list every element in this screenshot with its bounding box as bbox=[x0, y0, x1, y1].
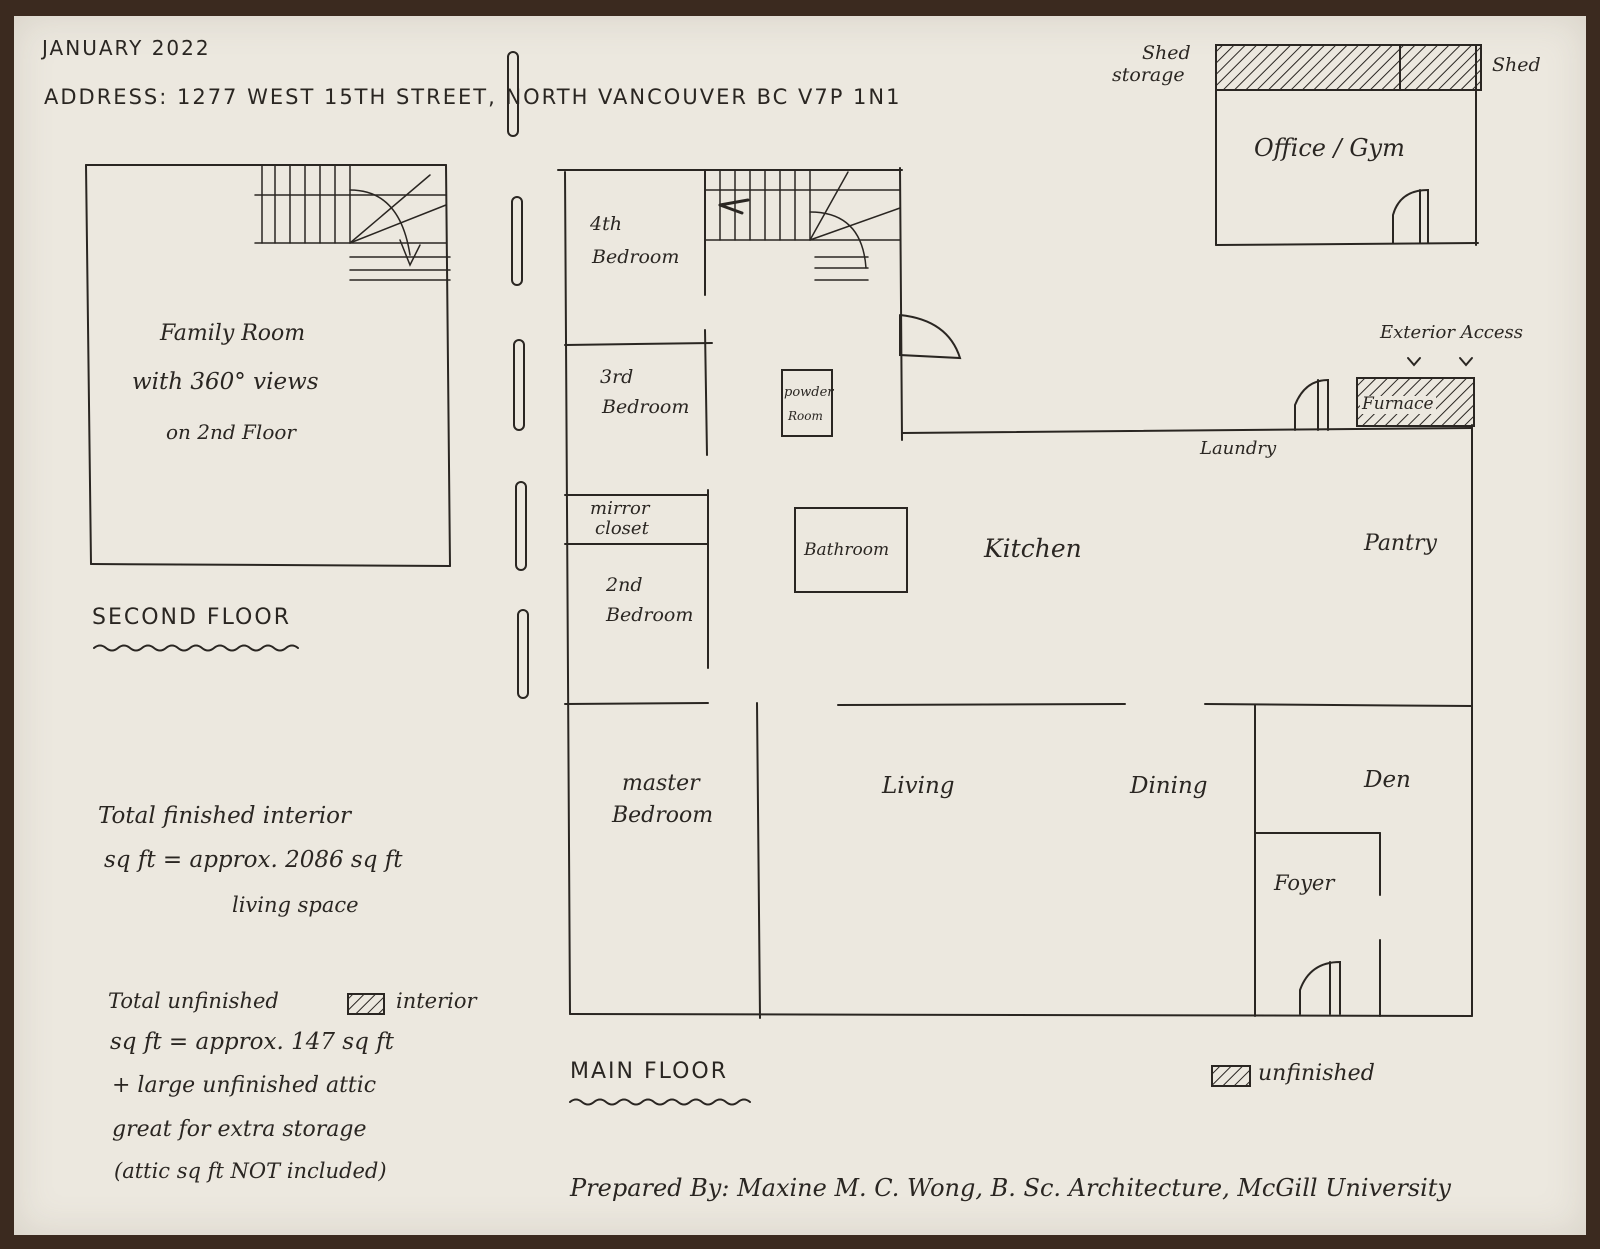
dining-label: Dining bbox=[1130, 773, 1208, 799]
second-floor-stairs bbox=[254, 164, 451, 281]
front-door-swing bbox=[1299, 960, 1341, 1015]
second-floor-underline bbox=[93, 644, 299, 652]
master-bedroom-label-2: Bedroom bbox=[612, 803, 714, 828]
office-gym-label: Office / Gym bbox=[1254, 134, 1405, 162]
exterior-access-arrow-2 bbox=[1459, 357, 1473, 367]
outbuilding-walls bbox=[1215, 44, 1482, 246]
shed-storage-label-1: Shed bbox=[1142, 42, 1191, 64]
bedroom-2-label-2: Bedroom bbox=[606, 604, 694, 626]
mirror-closet-label-2: closet bbox=[595, 518, 649, 539]
finished-note-line-2: sq ft = approx. 2086 sq ft bbox=[104, 847, 403, 873]
bedroom-3-label-1: 3rd bbox=[600, 366, 634, 388]
main-floor-label: MAIN FLOOR bbox=[570, 1059, 729, 1084]
bedroom-4-label-1: 4th bbox=[590, 213, 622, 235]
shed-label: Shed bbox=[1492, 54, 1541, 76]
bedroom-4-label-2: Bedroom bbox=[592, 246, 680, 268]
unfinished-note-line-5: (attic sq ft NOT included) bbox=[114, 1159, 387, 1183]
powder-room-walls bbox=[781, 369, 833, 437]
den-label: Den bbox=[1364, 767, 1411, 793]
unfinished-note-line-3: + large unfinished attic bbox=[112, 1073, 377, 1098]
foyer-label: Foyer bbox=[1274, 871, 1335, 895]
unfinished-note-line-1a: Total unfinished bbox=[108, 989, 279, 1013]
master-bedroom-label-1: master bbox=[622, 771, 700, 796]
bedroom-2-label-1: 2nd bbox=[606, 574, 643, 596]
unfinished-note-line-1b: interior bbox=[396, 989, 477, 1013]
bathroom-label: Bathroom bbox=[804, 540, 890, 560]
family-room-views: with 360° views bbox=[132, 369, 319, 395]
legend-unfinished-swatch bbox=[1211, 1065, 1251, 1087]
bedroom-3-label-2: Bedroom bbox=[602, 396, 690, 418]
shed-storage-label-2: storage bbox=[1112, 64, 1185, 86]
bathroom-walls bbox=[794, 507, 908, 593]
plan-address: ADDRESS: 1277 WEST 15TH STREET, NORTH VA… bbox=[44, 85, 902, 109]
floor-plan-paper bbox=[14, 16, 1586, 1235]
floor-divider bbox=[507, 51, 529, 699]
furnace-label: Furnace bbox=[1360, 394, 1436, 414]
main-floor-stairs bbox=[704, 169, 901, 281]
legend-unfinished-label: unfinished bbox=[1258, 1061, 1375, 1086]
mirror-closet-label-1: mirror bbox=[590, 498, 650, 519]
side-door-swing bbox=[899, 314, 962, 360]
pantry-label: Pantry bbox=[1364, 531, 1437, 556]
living-label: Living bbox=[882, 773, 955, 799]
unfinished-note-line-4: great for extra storage bbox=[112, 1117, 367, 1142]
powder-room-label-1: powder bbox=[784, 385, 834, 400]
exterior-access-arrow-1 bbox=[1407, 357, 1421, 367]
second-floor-label: SECOND FLOOR bbox=[92, 605, 291, 630]
main-floor-underline bbox=[569, 1098, 751, 1106]
kitchen-label: Kitchen bbox=[984, 534, 1082, 563]
main-floor-walls bbox=[557, 167, 1473, 1019]
finished-note-line-1: Total finished interior bbox=[98, 803, 352, 829]
family-room-floor: on 2nd Floor bbox=[166, 420, 296, 444]
prepared-by-credit: Prepared By: Maxine M. C. Wong, B. Sc. A… bbox=[570, 1174, 1451, 1202]
unfinished-note-line-2: sq ft = approx. 147 sq ft bbox=[110, 1029, 394, 1055]
laundry-label: Laundry bbox=[1200, 438, 1277, 459]
second-floor-walls bbox=[85, 164, 451, 567]
plan-date: JANUARY 2022 bbox=[42, 36, 211, 60]
notes-unfinished-swatch bbox=[347, 993, 385, 1015]
exterior-access-label: Exterior Access bbox=[1380, 322, 1523, 343]
powder-room-label-2: Room bbox=[788, 409, 823, 423]
family-room-label: Family Room bbox=[160, 321, 306, 346]
finished-note-line-3: living space bbox=[232, 893, 359, 917]
laundry-door-swing bbox=[1294, 378, 1329, 431]
